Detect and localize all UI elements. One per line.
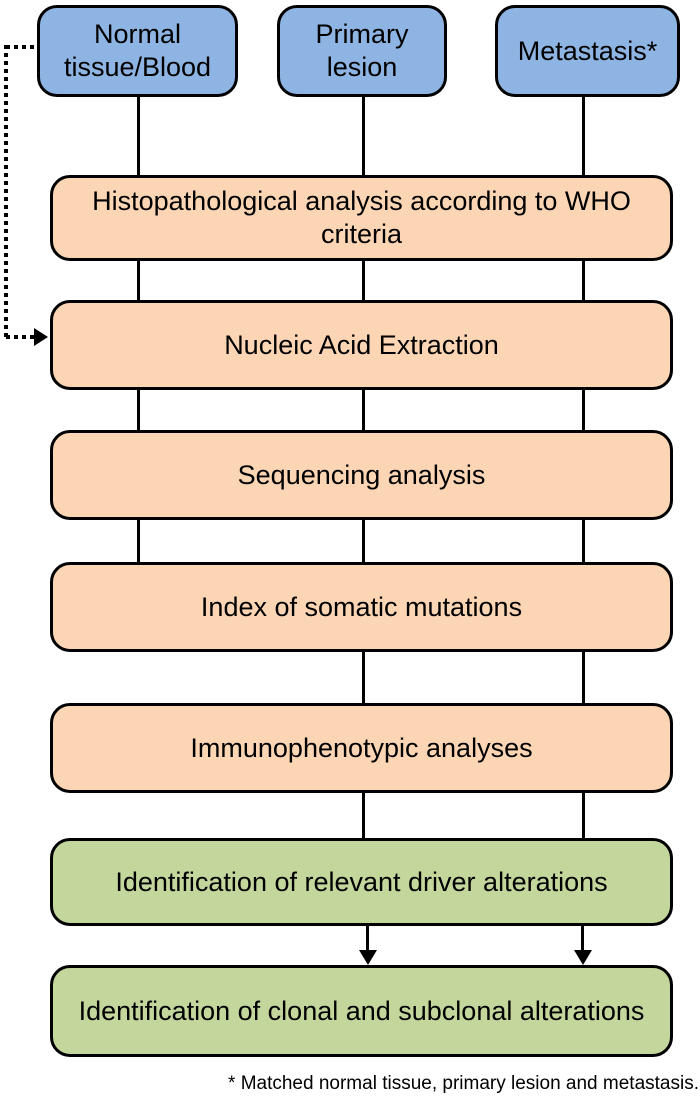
- source-box-normal-tissue-blood-label: Normal tissue/Blood: [63, 19, 212, 82]
- arrow-metastasis-to-clonal: [581, 926, 584, 956]
- source-box-primary-lesion-label: Primary lesion: [315, 19, 409, 82]
- source-box-metastasis-label: Metastasis*: [517, 35, 658, 66]
- dotted-connector-top-segment: [6, 45, 37, 49]
- arrow-primary-arrowhead-icon: [359, 950, 377, 965]
- source-box-primary-lesion: Primary lesion: [277, 5, 447, 97]
- result-box-driver-alterations-label: Identification of relevant driver altera…: [115, 866, 608, 897]
- result-box-driver-alterations: Identification of relevant driver altera…: [50, 838, 673, 926]
- result-box-clonal-subclonal-alterations: Identification of clonal and subclonal a…: [50, 965, 673, 1057]
- process-box-immunophenotypic-analyses: Immunophenotypic analyses: [50, 703, 673, 793]
- footnote: * Matched normal tissue, primary lesion …: [228, 1073, 699, 1094]
- dotted-connector-vertical-segment: [4, 45, 8, 339]
- process-box-sequencing-analysis: Sequencing analysis: [50, 430, 673, 520]
- result-box-clonal-subclonal-alterations-label: Identification of clonal and subclonal a…: [78, 995, 645, 1026]
- dotted-connector-bottom-segment: [6, 335, 35, 339]
- process-box-histopathological-analysis: Histopathological analysis according to …: [50, 175, 673, 261]
- source-box-normal-tissue-blood: Normal tissue/Blood: [37, 5, 238, 97]
- process-box-index-of-somatic-mutations: Index of somatic mutations: [50, 562, 673, 652]
- process-box-nucleic-acid-extraction: Nucleic Acid Extraction: [50, 300, 673, 390]
- process-box-histopathological-analysis-label: Histopathological analysis according to …: [92, 186, 631, 249]
- process-box-index-of-somatic-mutations-label: Index of somatic mutations: [200, 591, 523, 622]
- arrow-metastasis-arrowhead-icon: [574, 950, 592, 965]
- source-box-metastasis: Metastasis*: [495, 5, 680, 97]
- process-box-sequencing-analysis-label: Sequencing analysis: [237, 459, 486, 490]
- dotted-connector-arrowhead-icon: [34, 328, 48, 346]
- process-box-immunophenotypic-analyses-label: Immunophenotypic analyses: [190, 732, 533, 763]
- arrow-primary-to-clonal: [366, 926, 369, 956]
- process-box-nucleic-acid-extraction-label: Nucleic Acid Extraction: [224, 329, 499, 360]
